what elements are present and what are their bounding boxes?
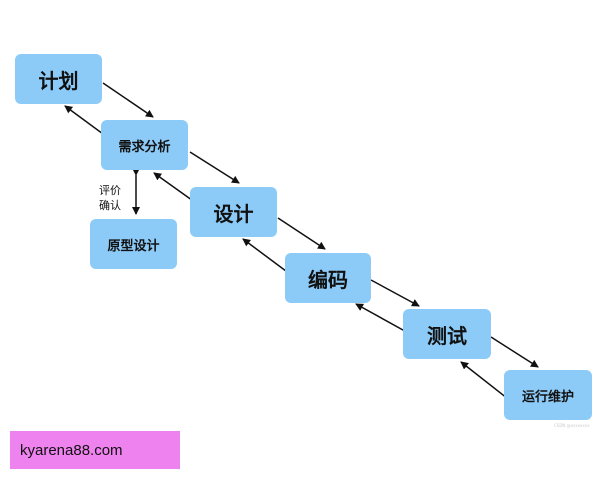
evaluation-label-line2: 确认 (99, 199, 121, 212)
site-banner-text: kyarena88.com (20, 441, 123, 459)
node-prototype-label: 原型设计 (107, 238, 160, 254)
arrow-design-to-coding (277, 217, 326, 250)
node-plan: 计划 (15, 54, 102, 104)
watermark: CSDN @xxxxxxxx (554, 423, 590, 428)
evaluation-label: 评价 确认 (99, 183, 121, 213)
node-maintenance-label: 运行维护 (521, 389, 574, 405)
arrow-testing-to-coding (355, 303, 413, 336)
node-requirements-label: 需求分析 (118, 139, 171, 155)
node-coding-label: 编码 (308, 267, 348, 292)
node-design: 设计 (190, 187, 277, 237)
node-design-label: 设计 (213, 201, 254, 226)
node-prototype: 原型设计 (90, 219, 177, 269)
evaluation-label-line1: 评价 (99, 184, 121, 197)
arrow-requirements-to-design (189, 151, 240, 184)
node-coding: 编码 (285, 253, 371, 303)
arrow-testing-to-maintenance (490, 336, 539, 368)
site-banner: kyarena88.com (10, 431, 180, 469)
node-maintenance: 运行维护 (504, 370, 592, 420)
node-plan-label: 计划 (38, 68, 79, 93)
node-testing-label: 测试 (427, 323, 467, 348)
node-testing: 测试 (403, 309, 491, 359)
node-requirements: 需求分析 (101, 120, 188, 170)
arrow-coding-to-testing (370, 279, 420, 307)
arrow-maintenance-to-testing (460, 361, 513, 403)
arrow-plan-to-requirements (102, 82, 154, 118)
